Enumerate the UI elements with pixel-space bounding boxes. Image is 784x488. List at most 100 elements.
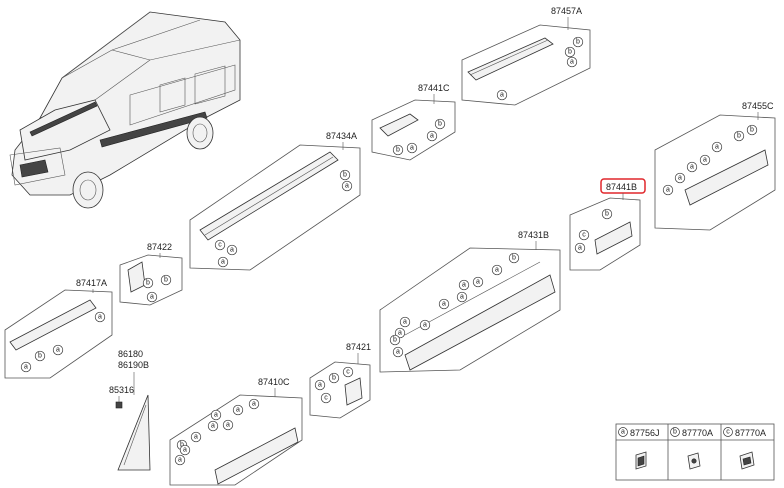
label-87431B: 87431B <box>518 230 549 240</box>
callout-circle-a <box>496 89 508 101</box>
callout-letter-a: a <box>252 401 256 408</box>
callout-circle-a <box>438 298 450 310</box>
callout-circle-b <box>508 252 520 264</box>
label-87434A: 87434A <box>326 131 357 141</box>
van-illustration <box>9 11 241 209</box>
callout-circle-c <box>214 239 226 251</box>
callout-letter-a: a <box>678 175 682 182</box>
callout-circle-a <box>406 142 418 154</box>
label-87417A: 87417A <box>76 278 107 288</box>
callout-letter-a: a <box>460 294 464 301</box>
callout-circle-a <box>456 291 468 303</box>
callout-letter-a: a <box>666 187 670 194</box>
callout-letter-b: b <box>396 147 400 154</box>
callout-letter-a: a <box>318 382 322 389</box>
legend-table: a 87756J b 87770A c 87770A <box>615 423 775 481</box>
label-87410C: 87410C <box>258 377 290 387</box>
callout-letter-a: a <box>570 59 574 66</box>
label-86180: 86180 <box>118 349 143 359</box>
callout-letter-b: b <box>750 127 754 134</box>
callout-circle-b <box>34 350 46 362</box>
label-85316: 85316 <box>109 385 134 395</box>
callout-circle-a <box>174 454 186 466</box>
callout-circle-a <box>232 404 244 416</box>
panel-87441C <box>371 99 456 161</box>
panel-87421 <box>309 361 371 419</box>
callout-letter-a: a <box>56 347 60 354</box>
callout-letter-a: a <box>715 144 719 151</box>
callout-circle-a <box>392 346 404 358</box>
callout-circle-a <box>426 130 438 142</box>
callout-circle-a <box>94 311 106 323</box>
callout-circle-a <box>699 154 711 166</box>
callout-letter-a: a <box>396 349 400 356</box>
callout-circle-a <box>210 409 222 421</box>
callout-circle-a <box>248 398 260 410</box>
callout-circle-a <box>394 327 406 339</box>
callout-letter-a: a <box>403 319 407 326</box>
callout-letter-b: b <box>343 172 347 179</box>
legend-part-a: 87756J <box>630 428 660 438</box>
callout-circle-a <box>574 242 586 254</box>
callout-letter-a: a <box>462 282 466 289</box>
clip-85316 <box>115 401 123 409</box>
callout-letter-c: c <box>582 232 586 239</box>
callout-letter-b: b <box>512 255 516 262</box>
callout-circle-b <box>328 372 340 384</box>
callout-letter-b: b <box>605 211 609 218</box>
callout-letter-b: b <box>568 49 572 56</box>
callout-circle-b <box>434 118 446 130</box>
callout-circle-b <box>389 334 401 346</box>
callout-letter-c: c <box>218 242 222 249</box>
callout-letter-a: a <box>476 279 480 286</box>
callout-letter-a: a <box>24 364 28 371</box>
callout-circle-a <box>662 184 674 196</box>
callout-letter-b: b <box>164 277 168 284</box>
callout-circle-a <box>179 444 191 456</box>
callout-circle-a <box>190 431 202 443</box>
callout-letter-a: a <box>423 322 427 329</box>
callout-letter-c: c <box>346 369 350 376</box>
callout-circle-a <box>217 256 229 268</box>
callout-letter-a: a <box>442 301 446 308</box>
callout-letter-b: b <box>146 280 150 287</box>
callout-letter-a: a <box>345 183 349 190</box>
legend-letter-a: a <box>621 429 625 436</box>
callout-circle-c <box>320 392 332 404</box>
callout-letter-b: b <box>393 337 397 344</box>
callout-letter-c: c <box>324 395 328 402</box>
callout-circle-a <box>419 319 431 331</box>
panel-87457A <box>461 24 591 106</box>
callout-circle-a <box>20 361 32 373</box>
callout-letter-a: a <box>500 92 504 99</box>
callout-letter-a: a <box>578 245 582 252</box>
callout-circle-b <box>339 169 351 181</box>
legend-icon-a <box>635 451 647 470</box>
callout-letter-a: a <box>230 247 234 254</box>
label-87457A: 87457A <box>551 6 582 16</box>
callout-circle-b <box>160 274 172 286</box>
callout-letter-a: a <box>178 457 182 464</box>
callout-circle-a <box>314 379 326 391</box>
callout-letter-a: a <box>98 314 102 321</box>
panel-87410C <box>169 394 303 486</box>
door-trim-86180 <box>117 394 151 471</box>
label-87455C: 87455C <box>742 101 774 111</box>
panel-87441B <box>569 197 641 271</box>
label-87421: 87421 <box>346 342 371 352</box>
callout-circle-a <box>686 161 698 173</box>
panel-87431B <box>379 247 561 373</box>
callout-circle-a <box>566 56 578 68</box>
callout-letter-a: a <box>398 330 402 337</box>
callout-letter-a: a <box>495 267 499 274</box>
panel-87455C <box>654 114 776 231</box>
callout-circle-a <box>399 316 411 328</box>
callout-letter-b: b <box>38 353 42 360</box>
callout-circle-a <box>674 172 686 184</box>
callout-circle-b <box>564 46 576 58</box>
label-87441B-highlight: 87441B <box>600 178 646 194</box>
label-86190B: 86190B <box>118 360 149 370</box>
callout-circle-a <box>146 291 158 303</box>
